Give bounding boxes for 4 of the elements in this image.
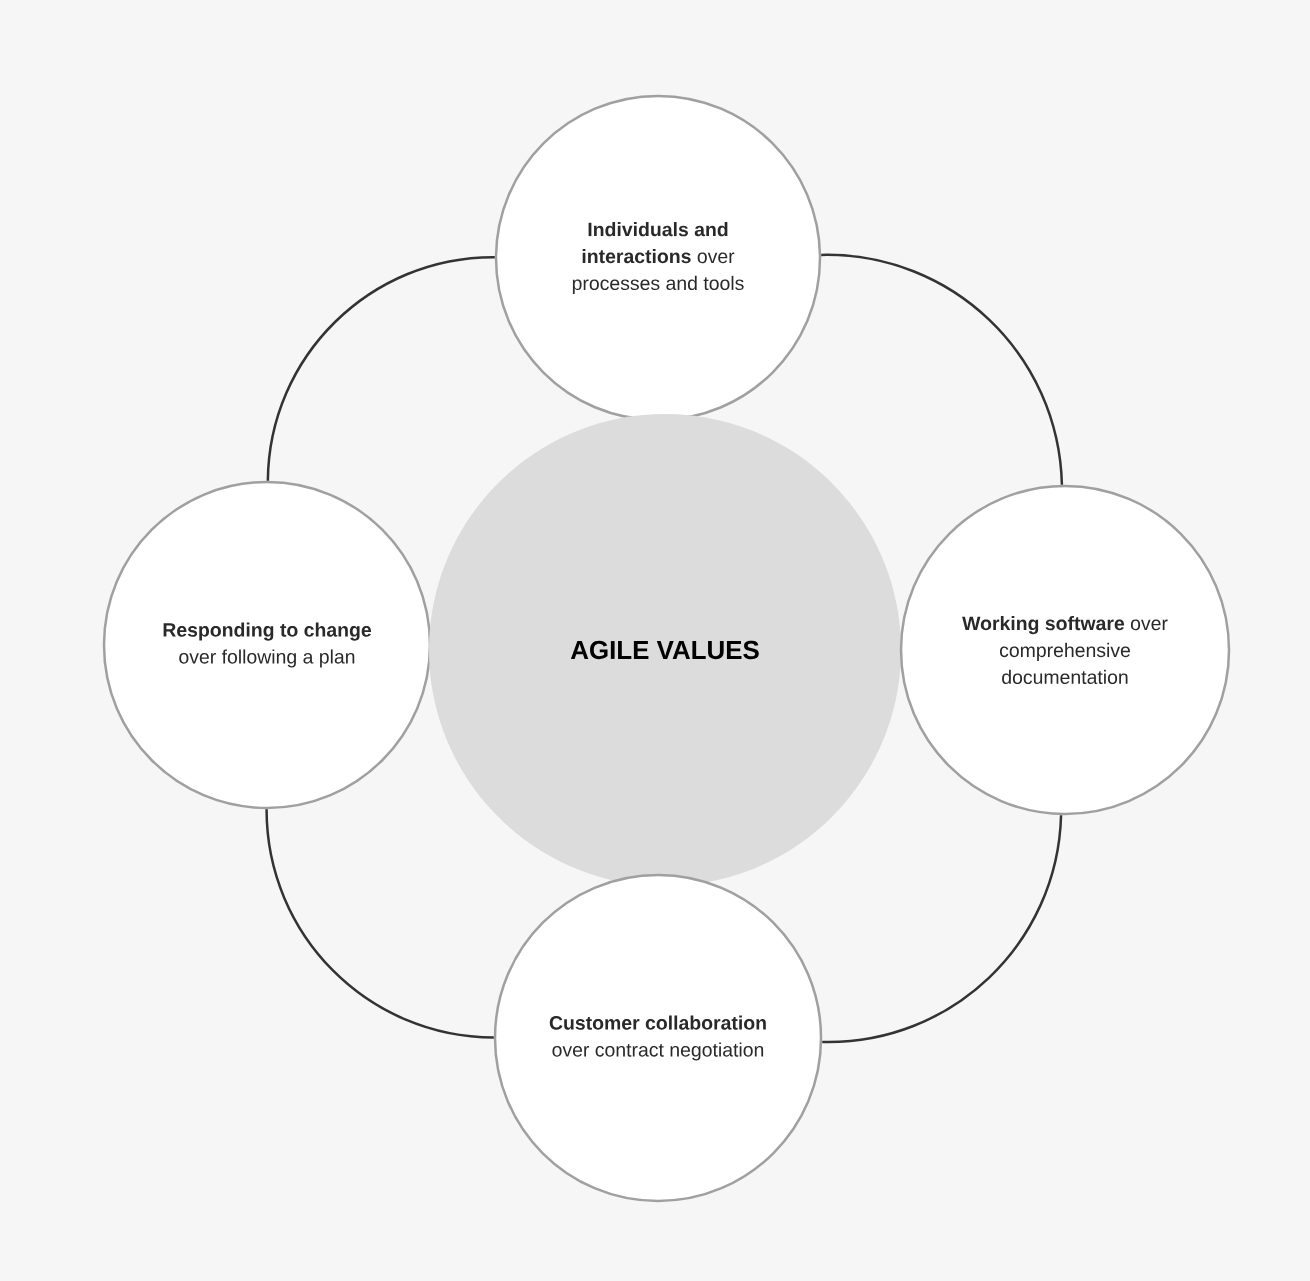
ring-arc bbox=[265, 809, 494, 1039]
ring-arc bbox=[821, 253, 1064, 485]
ring-arc bbox=[822, 815, 1063, 1044]
ring-arc bbox=[266, 255, 495, 481]
